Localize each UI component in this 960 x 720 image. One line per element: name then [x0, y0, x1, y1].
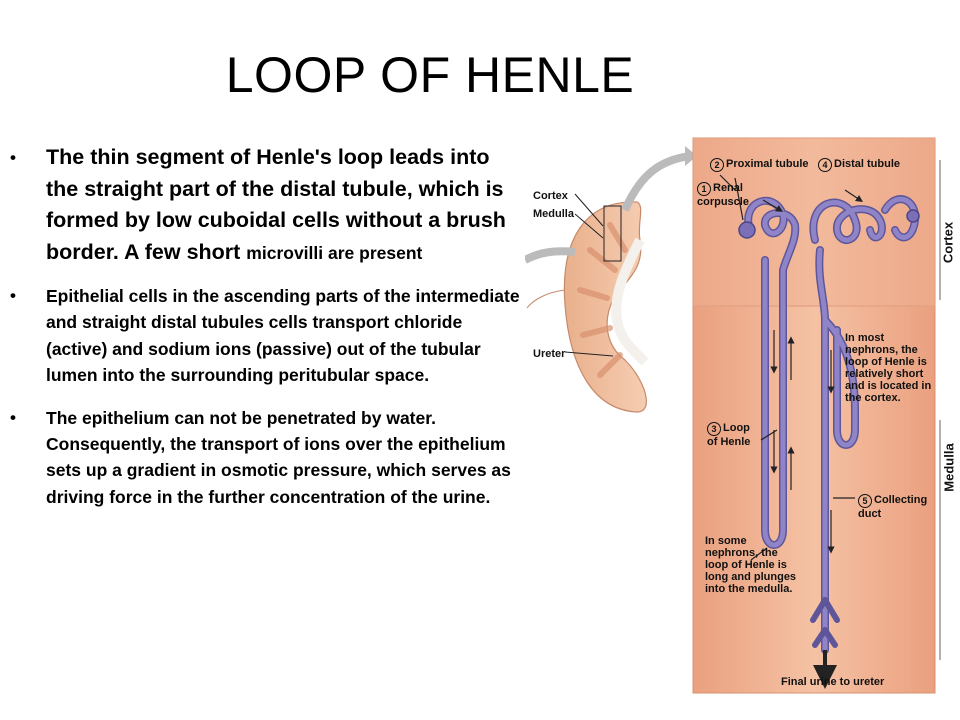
- number-badge: 5: [858, 494, 872, 508]
- bullet-item: • The epithelium can not be penetrated b…: [0, 405, 520, 511]
- output-label: Final urine to ureter: [781, 676, 885, 688]
- note-long-loop: In some nephrons, the loop of Henle is l…: [705, 535, 797, 595]
- bullet-marker: •: [10, 407, 16, 427]
- tubules: [738, 195, 920, 654]
- zone-label-cortex: Cortex: [940, 221, 956, 264]
- number-badge: 3: [707, 422, 721, 436]
- kidney-section: [523, 146, 697, 413]
- kidney-label-ureter: Ureter: [533, 348, 566, 360]
- zone-label-medulla: Medulla: [941, 443, 957, 492]
- bullet-item: • The thin segment of Henle's loop leads…: [0, 142, 520, 269]
- slide-title: LOOP OF HENLE: [225, 47, 635, 103]
- bullet-text: The thin segment of Henle's loop leads i…: [46, 145, 506, 264]
- bullet-marker: •: [10, 286, 16, 305]
- number-badge: 2: [710, 158, 724, 172]
- flow-arrows: [719, 174, 863, 689]
- bullet-text: The epithelium can not be penetrated by …: [46, 407, 511, 507]
- nephron-illustration: [523, 137, 941, 694]
- kidney-label-medulla: Medulla: [533, 208, 574, 220]
- bullet-marker: •: [10, 148, 16, 167]
- bullet-text: Epithelial cells in the ascending parts …: [46, 286, 520, 386]
- bullet-item: • Epithelial cells in the ascending part…: [0, 283, 520, 389]
- number-badge: 4: [818, 158, 832, 172]
- bullet-list: • The thin segment of Henle's loop leads…: [0, 142, 520, 510]
- number-badge: 1: [697, 182, 711, 196]
- kidney-label-cortex: Cortex: [533, 190, 568, 202]
- bullet-text-small: microvilli are present: [246, 242, 423, 263]
- note-short-loop: In most nephrons, the loop of Henle is r…: [845, 332, 932, 404]
